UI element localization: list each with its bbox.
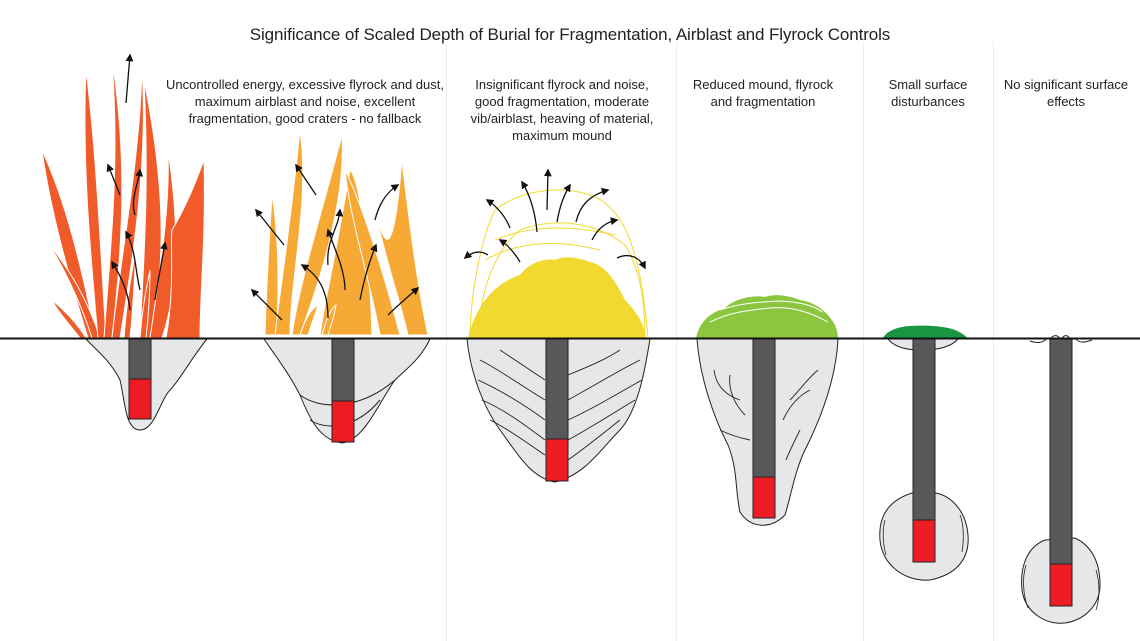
surface-ripple <box>1029 335 1093 343</box>
column-divider <box>993 42 994 641</box>
column-divider <box>863 42 864 641</box>
stemming <box>752 338 776 478</box>
stemming <box>331 338 355 402</box>
stemming <box>128 338 152 380</box>
caption-small: Small surface disturbances <box>888 77 968 109</box>
flyrock-arrows <box>106 53 168 311</box>
explosive-charge <box>752 476 776 519</box>
flyrock-arrows <box>463 168 646 270</box>
blasthole <box>128 338 152 420</box>
scenario-small <box>879 325 969 581</box>
scenario-uncontrolled-2 <box>250 129 431 444</box>
blasthole <box>545 338 569 482</box>
explosive-charge <box>545 438 569 482</box>
scenario-none <box>1021 335 1101 624</box>
diagram-title: Significance of Scaled Depth of Burial f… <box>249 25 891 44</box>
stemming <box>545 338 569 440</box>
scenario-uncontrolled <box>41 53 209 431</box>
scenario-reduced <box>696 295 839 526</box>
column-divider <box>446 42 447 641</box>
caption-uncontrolled: Uncontrolled energy, excessive flyrock a… <box>166 77 444 126</box>
stemming <box>1049 338 1073 565</box>
explosive-charge <box>128 378 152 420</box>
blasthole <box>331 338 355 443</box>
caption-reduced: Reduced mound, flyrock and fragmentation <box>692 77 834 109</box>
explosive-charge <box>912 519 936 563</box>
mound-yellow <box>468 257 646 338</box>
scenario-insignificant <box>463 168 651 483</box>
blasthole <box>912 338 936 563</box>
caption-none: No significant surface effects <box>1003 77 1129 109</box>
flames-orange <box>264 129 429 336</box>
airblast-lines <box>469 189 649 339</box>
stemming <box>912 338 936 521</box>
blasthole <box>1049 338 1073 607</box>
flyrock-arrows <box>250 163 420 321</box>
flames-red-orange <box>41 59 205 339</box>
explosive-charge <box>331 400 355 443</box>
mound-green <box>883 325 967 338</box>
column-divider <box>676 42 677 641</box>
blasthole <box>752 338 776 519</box>
caption-insignificant: Insignificant flyrock and noise, good fr… <box>470 77 654 143</box>
mound-lime <box>696 295 838 338</box>
explosive-charge <box>1049 563 1073 607</box>
